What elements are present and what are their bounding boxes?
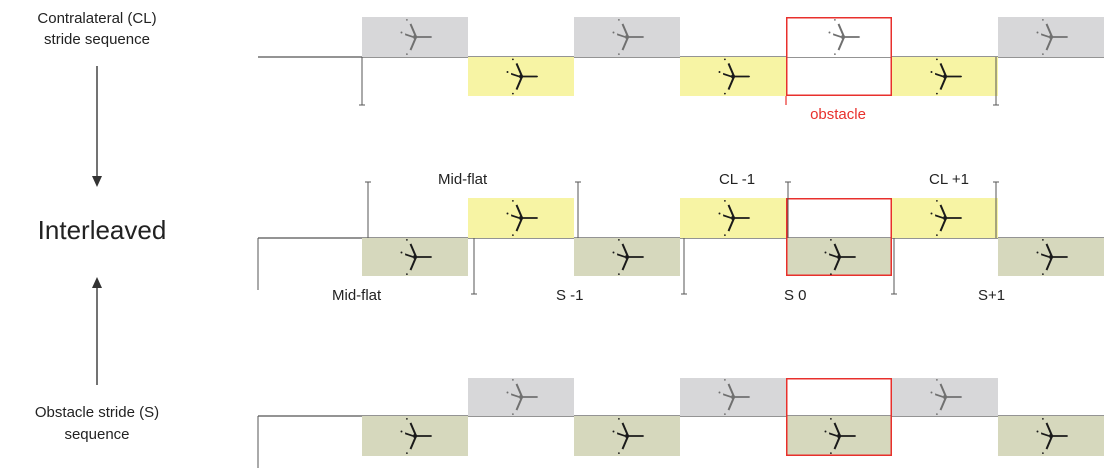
stride-label: S -1 xyxy=(556,287,584,304)
stride-cell xyxy=(786,378,892,456)
s-sequence-label-line2: sequence xyxy=(64,426,129,443)
footprint-icon xyxy=(1036,239,1069,275)
footprint-icon xyxy=(718,200,751,236)
stride-label: S 0 xyxy=(784,287,807,304)
stride-cell xyxy=(468,57,574,96)
stride-cell xyxy=(468,198,574,238)
stride-cell xyxy=(998,238,1104,276)
stride-cell xyxy=(998,17,1104,57)
s-sequence-label-line1: Obstacle stride (S) xyxy=(35,404,159,421)
cl-stride-row: obstacle xyxy=(258,17,1104,123)
stride-cell xyxy=(362,416,468,456)
cl-sequence-label-line1: Contralateral (CL) xyxy=(37,10,156,27)
stride-cell xyxy=(680,198,786,238)
footprint-icon xyxy=(930,200,963,236)
stride-cell xyxy=(574,416,680,456)
stride-cell xyxy=(468,378,574,416)
stride-cell xyxy=(892,378,998,416)
obstacle-box xyxy=(786,198,892,276)
stride-cell xyxy=(892,57,998,96)
obstacle-box xyxy=(786,17,892,96)
stride-cell xyxy=(574,238,680,276)
obstacle-stride-row xyxy=(257,378,1104,468)
footprint-icon xyxy=(718,379,751,415)
cl-sequence-label-line2: stride sequence xyxy=(44,31,150,48)
stride-cell xyxy=(998,416,1104,456)
down-arrow xyxy=(92,66,102,187)
obstacle-label: obstacle xyxy=(810,106,866,123)
footprint-icon xyxy=(718,58,751,95)
footprint-icon xyxy=(1036,19,1069,55)
stride-cell xyxy=(680,378,786,416)
footprint-icon xyxy=(930,58,963,95)
footprint-icon xyxy=(824,239,857,275)
stride-label: CL +1 xyxy=(929,171,969,188)
stride-cell xyxy=(574,17,680,57)
interleaved-label: Interleaved xyxy=(38,215,167,245)
footprint-icon xyxy=(400,418,433,454)
footprint-icon xyxy=(506,58,539,95)
stride-cell xyxy=(892,198,998,238)
footprint-icon xyxy=(400,239,433,275)
footprint-icon xyxy=(828,19,861,55)
footprint-icon xyxy=(506,379,539,415)
obstacle-box xyxy=(786,378,892,456)
footprint-icon xyxy=(930,379,963,415)
stride-label: Mid-flat xyxy=(332,287,382,304)
stride-label: CL -1 xyxy=(719,171,755,188)
stride-cell xyxy=(362,238,468,276)
footprint-icon xyxy=(824,418,857,454)
stride-label: S+1 xyxy=(978,287,1005,304)
stride-cell xyxy=(786,17,892,96)
stride-cell xyxy=(786,198,892,276)
footprint-icon xyxy=(612,19,645,55)
stride-label: Mid-flat xyxy=(438,171,488,188)
footprint-icon xyxy=(1036,418,1069,454)
stride-cell xyxy=(362,17,468,57)
footprint-icon xyxy=(612,418,645,454)
up-arrow xyxy=(92,277,102,385)
footprint-icon xyxy=(612,239,645,275)
footprint-icon xyxy=(506,200,539,236)
footprint-icon xyxy=(400,19,433,55)
stride-cell xyxy=(680,57,786,96)
